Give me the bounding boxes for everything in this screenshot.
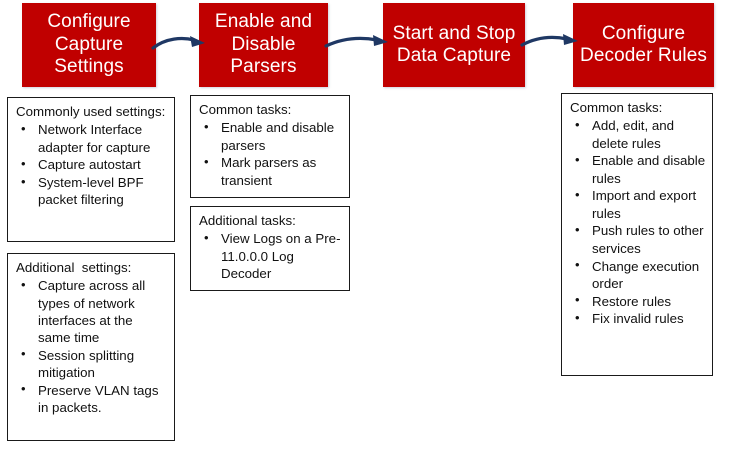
list-item-label: Preserve VLAN tags in packets. <box>38 382 159 416</box>
bullet-icon: • <box>575 151 580 167</box>
bullet-icon: • <box>204 153 209 169</box>
arrow-right-icon-stage2-to-stage3 <box>324 35 388 48</box>
list-item: • Session splitting mitigation <box>15 346 168 382</box>
list-item-label: Change execution order <box>592 258 700 291</box>
bullet-icon: • <box>21 276 26 292</box>
detail-box-capture-additional-settings: Additional settings: • Capture across all… <box>7 253 175 441</box>
list-item-label: Mark parsers as transient <box>221 155 317 188</box>
list-item-label: Restore rules <box>592 293 672 309</box>
detail-box-title: Additional settings: <box>16 260 132 275</box>
stage-label: Enable and Disable Parsers <box>214 11 313 78</box>
list-item: • Network Interface adapter for capture <box>15 121 168 156</box>
list-item: • Capture across all types of network int… <box>15 277 168 346</box>
bullet-icon: • <box>21 173 26 189</box>
stage-label: Configure Capture Settings <box>47 11 131 78</box>
arrow-right-icon-stage3-to-stage4 <box>520 34 578 47</box>
list-item: • Fix invalid rules <box>569 310 706 327</box>
list-item: • Enable and disable parsers <box>198 119 343 154</box>
list-item-label: Network Interface adapter for capture <box>38 122 151 155</box>
stage-box-configure-decoder-rules[interactable]: Configure Decoder Rules <box>573 3 714 87</box>
list-item-label: Enable and disable rules <box>592 153 706 186</box>
detail-box-parsers-additional-tasks: Additional tasks: • View Logs on a Pre-11… <box>190 206 350 291</box>
list-item: • Add, edit, and delete rules <box>569 117 706 152</box>
list-item: • Change execution order <box>569 257 706 293</box>
bullet-icon: • <box>575 186 580 202</box>
list-item-label: Enable and disable parsers <box>221 120 335 153</box>
detail-box-title: Commonly used settings: <box>16 104 166 119</box>
bullet-icon: • <box>21 381 26 397</box>
list-item-label: Push rules to other services <box>592 223 704 256</box>
list-item: • Capture autostart <box>15 156 168 173</box>
stage-box-start-and-stop-data-capture[interactable]: Start and Stop Data Capture <box>383 3 525 87</box>
list-item-label: Capture across all types of network inte… <box>38 278 146 346</box>
detail-list: • Capture across all types of network int… <box>15 277 168 416</box>
detail-list: • Enable and disable parsers • Mark parser… <box>198 119 343 189</box>
bullet-icon: • <box>575 257 580 273</box>
stage-box-configure-capture-settings[interactable]: Configure Capture Settings <box>22 3 156 87</box>
bullet-icon: • <box>204 118 209 134</box>
list-item-label: Import and export rules <box>592 188 697 221</box>
detail-box-decoder-common-tasks: Common tasks: • Add, edit, and delete rul… <box>561 93 713 376</box>
bullet-icon: • <box>21 155 26 171</box>
list-item-label: View Logs on a Pre-11.0.0.0 Log Decoder <box>221 231 341 281</box>
bullet-icon: • <box>21 120 26 136</box>
detail-box-title: Common tasks: <box>570 100 663 115</box>
bullet-icon: • <box>575 221 580 237</box>
detail-list: • Add, edit, and delete rules • Enable and… <box>569 117 706 327</box>
detail-box-capture-common-settings: Commonly used settings: • Network Interfa… <box>7 97 175 242</box>
stage-box-enable-and-disable-parsers[interactable]: Enable and Disable Parsers <box>199 3 328 87</box>
bullet-icon: • <box>575 292 580 308</box>
list-item-label: Capture autostart <box>38 157 141 173</box>
list-item-label: Session splitting mitigation <box>38 347 135 381</box>
bullet-icon: • <box>575 116 580 132</box>
bullet-icon: • <box>204 229 209 245</box>
list-item: • Mark parsers as transient <box>198 154 343 189</box>
detail-box-title: Common tasks: <box>199 102 292 117</box>
list-item: • Preserve VLAN tags in packets. <box>15 381 168 417</box>
list-item: • System-level BPF packet filtering <box>15 174 168 209</box>
list-item: • Enable and disable rules <box>569 152 706 187</box>
list-item: • View Logs on a Pre-11.0.0.0 Log Decoder <box>198 230 343 282</box>
detail-box-parsers-common-tasks: Common tasks: • Enable and disable parser… <box>190 95 350 198</box>
list-item: • Import and export rules <box>569 187 706 222</box>
bullet-icon: • <box>575 309 580 325</box>
arrow-right-icon-stage1-to-stage2 <box>151 36 205 50</box>
list-item-label: Add, edit, and delete rules <box>592 118 675 151</box>
list-item: • Push rules to other services <box>569 222 706 257</box>
detail-list: • Network Interface adapter for capture •… <box>15 121 168 208</box>
list-item-label: Fix invalid rules <box>592 311 684 327</box>
bullet-icon: • <box>21 346 26 362</box>
list-item-label: System-level BPF packet filtering <box>38 175 144 208</box>
stage-label: Start and Stop Data Capture <box>392 22 516 66</box>
list-item: • Restore rules <box>569 292 706 310</box>
detail-list: • View Logs on a Pre-11.0.0.0 Log Decoder <box>198 230 343 282</box>
stage-label: Configure Decoder Rules <box>580 22 707 66</box>
detail-box-title: Additional tasks: <box>199 213 296 228</box>
